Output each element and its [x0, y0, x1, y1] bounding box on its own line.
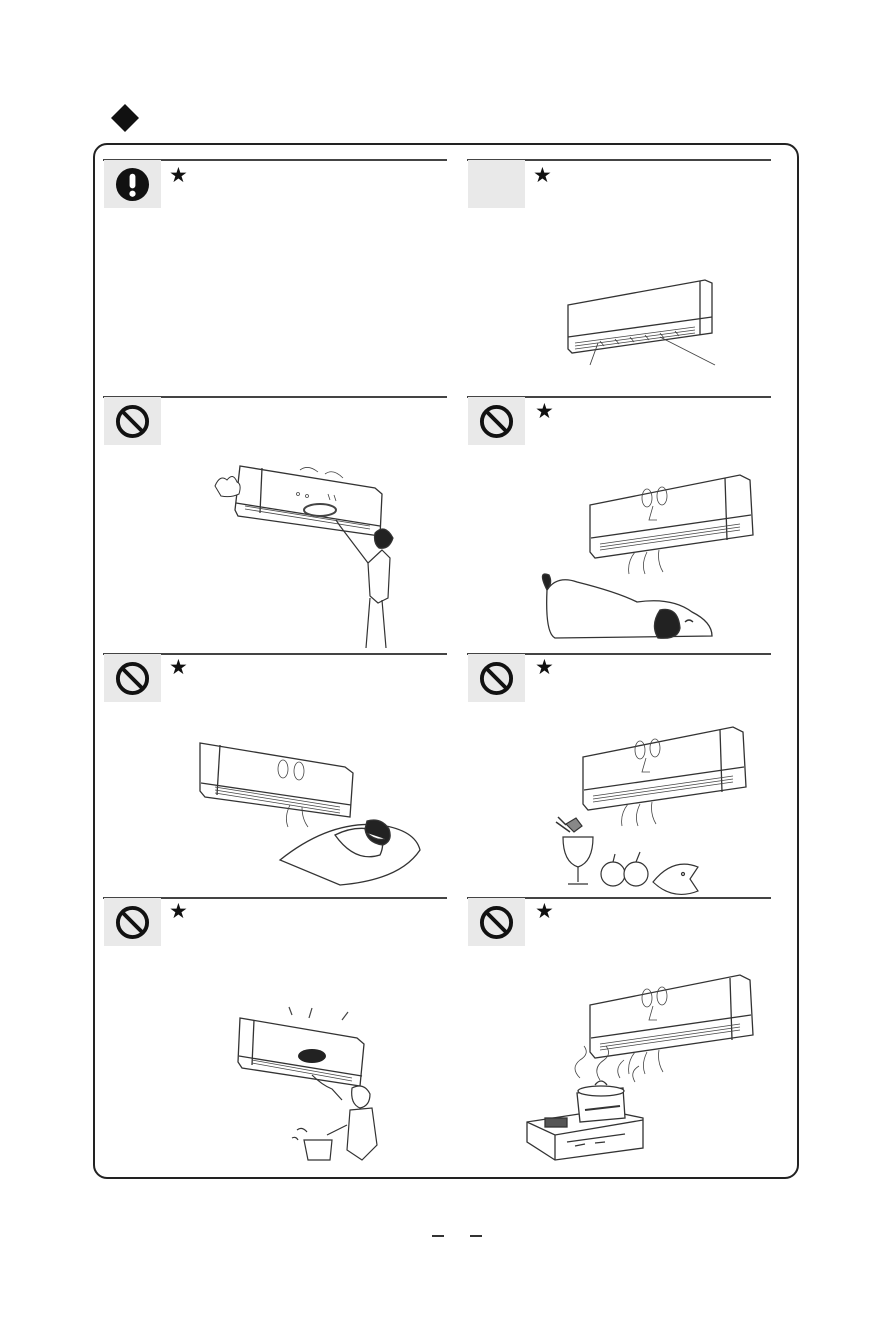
prohibition-icon [479, 905, 514, 940]
panel-row4-left-icon-box [104, 898, 161, 946]
content-frame [93, 143, 799, 1179]
panel-row2-right-icon-box [468, 397, 525, 445]
prohibition-icon [479, 404, 514, 439]
divider-row3-left [103, 653, 447, 655]
person-wiping-ac-illustration [237, 1006, 378, 1161]
divider-row2-left [103, 396, 447, 398]
ac-blowing-on-sleeper-illustration [199, 742, 421, 886]
ac-unit-louver-illustration [567, 279, 716, 366]
divider-row4-left [103, 897, 447, 899]
divider-row1-right [467, 159, 771, 161]
person-touching-ac-illustration [214, 465, 394, 649]
panel-row3-left-star: ★ [169, 655, 188, 679]
page-number-marks [430, 1226, 490, 1246]
panel-top-right-icon-box [468, 160, 525, 208]
prohibition-icon [479, 661, 514, 696]
panel-row2-right-star: ★ [535, 399, 554, 423]
panel-top-left-star: ★ [169, 163, 188, 187]
panel-row3-left-icon-box [104, 654, 161, 702]
panel-row3-right-star: ★ [535, 655, 554, 679]
exclamation-icon [115, 167, 150, 202]
divider-row2-right [467, 396, 771, 398]
divider-row4-right [467, 897, 771, 899]
panel-top-left-icon-box [104, 160, 161, 208]
panel-row4-right-star: ★ [535, 899, 554, 923]
prohibition-icon [115, 661, 150, 696]
ac-blowing-on-food-illustration [555, 726, 747, 896]
ac-blowing-on-pet-illustration [541, 474, 754, 639]
panel-top-right-star: ★ [533, 163, 552, 187]
panel-row4-right-icon-box [468, 898, 525, 946]
diamond-icon [111, 104, 139, 132]
ac-over-stove-illustration [526, 974, 754, 1161]
panel-row2-left-icon-box [104, 397, 161, 445]
panel-row4-left-star: ★ [169, 899, 188, 923]
prohibition-icon [115, 404, 150, 439]
panel-row3-right-icon-box [468, 654, 525, 702]
divider-row1-left [103, 159, 447, 161]
divider-row3-right [467, 653, 771, 655]
prohibition-icon [115, 905, 150, 940]
